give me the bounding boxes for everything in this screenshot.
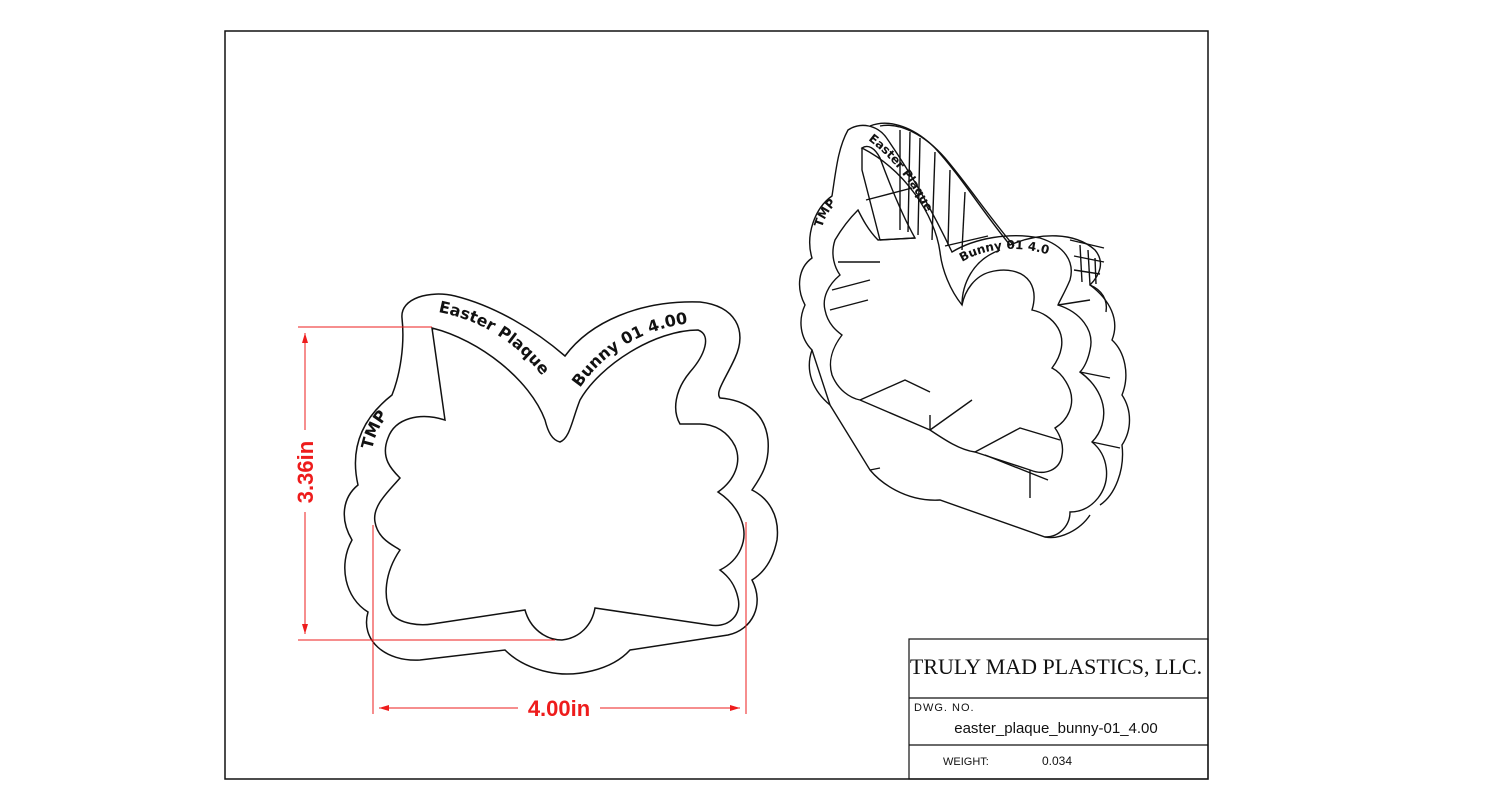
cutter-inner-outline (373, 327, 745, 641)
weight-value: 0.034 (1042, 754, 1072, 768)
dwg-no-label: DWG. NO. (914, 702, 975, 714)
iso-label-title: Easter Plaque (866, 131, 936, 213)
cutter-label-title: Easter Plaque (437, 297, 554, 378)
front-view-cutter (343, 293, 779, 675)
dwg-no-value: easter_plaque_bunny-01_4.00 (954, 720, 1158, 737)
isometric-view-cutter (798, 122, 1131, 539)
dimension-width (372, 522, 747, 714)
title-block (908, 638, 1209, 780)
cutter-label-code: Bunny 01 4.00 (568, 308, 689, 390)
company-name: TRULY MAD PLASTICS, LLC. (910, 654, 1202, 679)
drawing-frame (224, 30, 1209, 780)
dimension-height-label: 3.36in (293, 441, 318, 503)
iso-label-code: Bunny 01 4.00 (0, 0, 1051, 265)
dimension-height (298, 326, 555, 641)
iso-outer-outline (798, 124, 1108, 538)
dimension-width-label: 4.00in (528, 696, 590, 721)
weight-label: WEIGHT: (943, 756, 989, 768)
iso-label-maker: TMP (811, 196, 838, 229)
cutter-outer-outline (343, 293, 779, 675)
iso-inner-outline (823, 145, 1073, 473)
